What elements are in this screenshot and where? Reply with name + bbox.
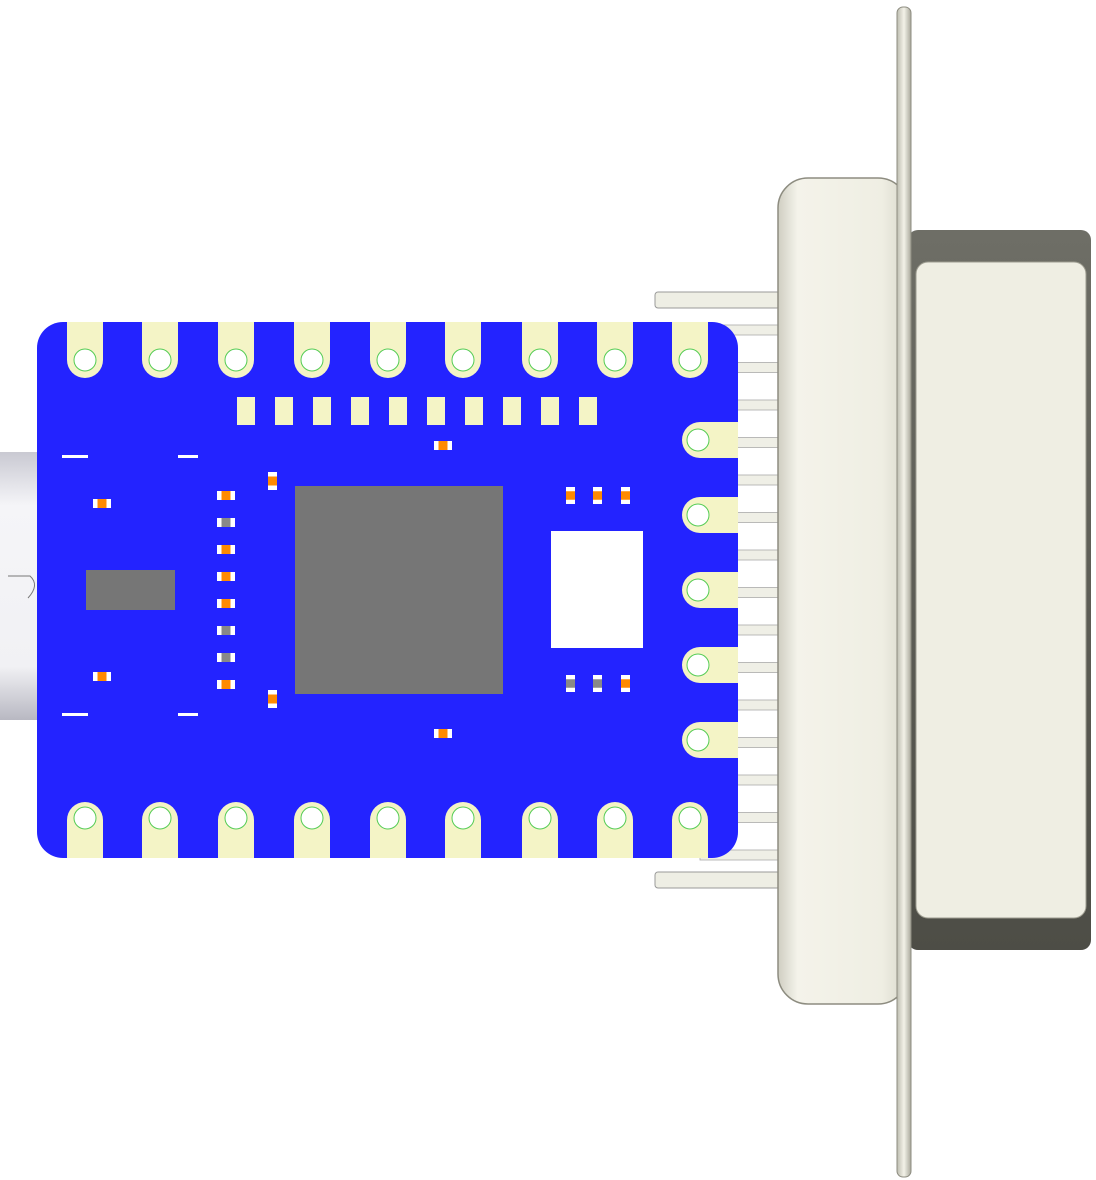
smd-part-body	[221, 572, 231, 581]
silk-mark	[178, 455, 198, 458]
pad-hole	[528, 806, 552, 830]
smd-pad	[465, 397, 483, 425]
regulator-chip	[86, 570, 175, 610]
pad-hole	[678, 348, 702, 372]
smd-pad	[237, 397, 255, 425]
smd-pad	[389, 397, 407, 425]
smd-part-body	[593, 491, 602, 500]
usb-connector	[0, 452, 40, 720]
smd-part-body	[438, 441, 448, 450]
smd-part-body	[221, 653, 231, 662]
pad-hole	[148, 348, 172, 372]
smd-part-body	[621, 491, 630, 500]
pad-hole	[603, 806, 627, 830]
smd-part-body	[566, 491, 575, 500]
pad-hole	[224, 806, 248, 830]
pad-hole	[686, 428, 710, 452]
connector-pin	[654, 871, 781, 889]
usb-wire	[8, 575, 35, 599]
smd-part-body	[566, 679, 575, 688]
smd-part-body	[97, 672, 107, 681]
connector-body	[777, 177, 909, 1005]
pad-hole	[686, 578, 710, 602]
pad-hole	[224, 348, 248, 372]
smd-part-body	[221, 545, 231, 554]
smd-part-body	[221, 518, 231, 527]
pad-hole	[73, 348, 97, 372]
pad-hole	[451, 348, 475, 372]
smd-pad	[313, 397, 331, 425]
pad-hole	[686, 653, 710, 677]
pad-hole	[73, 806, 97, 830]
smd-part-body	[621, 679, 630, 688]
connector-flange	[896, 6, 912, 1178]
smd-part-body	[221, 491, 231, 500]
smd-components	[93, 441, 630, 738]
pad-hole	[300, 806, 324, 830]
smd-part-body	[268, 694, 277, 704]
pad-hole	[686, 728, 710, 752]
smd-part-body	[221, 599, 231, 608]
pad-hole	[376, 348, 400, 372]
pad-hole	[528, 348, 552, 372]
pad-hole	[148, 806, 172, 830]
smd-pad	[503, 397, 521, 425]
mcu-chip	[295, 486, 503, 694]
pad-hole	[678, 806, 702, 830]
smd-part-body	[97, 499, 107, 508]
castellated-pads	[67, 322, 738, 858]
pad-hole	[376, 806, 400, 830]
pad-hole	[451, 806, 475, 830]
pad-hole	[300, 348, 324, 372]
pad-hole	[603, 348, 627, 372]
white-component	[551, 531, 643, 648]
smd-part-body	[268, 476, 277, 486]
smd-part-body	[438, 729, 448, 738]
smd-part-body	[221, 680, 231, 689]
connector-shell-face	[915, 261, 1087, 919]
pad-hole	[686, 503, 710, 527]
smd-pad	[351, 397, 369, 425]
smd-pad	[579, 397, 597, 425]
smd-pad	[427, 397, 445, 425]
connector-pin	[654, 291, 781, 309]
smd-part-body	[593, 679, 602, 688]
silk-mark	[62, 713, 88, 716]
smd-part-body	[221, 626, 231, 635]
silk-mark	[178, 713, 198, 716]
connector-pins	[654, 291, 781, 889]
smd-pad	[541, 397, 559, 425]
smd-pad	[275, 397, 293, 425]
silk-mark	[62, 455, 88, 458]
